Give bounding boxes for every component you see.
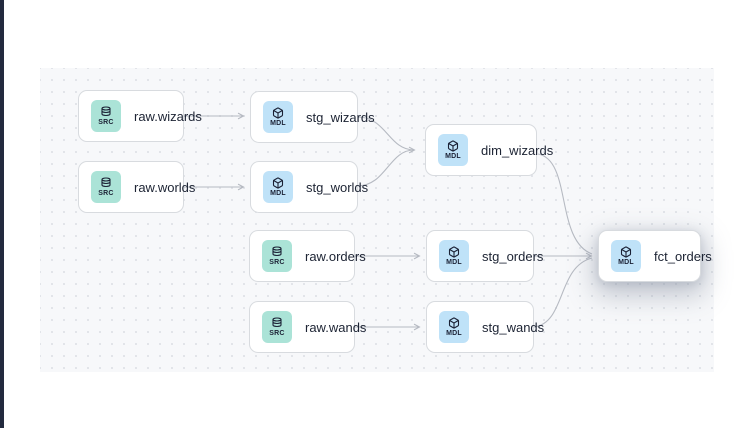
node-label: raw.orders: [305, 248, 366, 264]
node-label: dim_wizards: [481, 142, 554, 158]
source-badge: SRC: [91, 100, 121, 132]
source-badge: SRC: [262, 311, 292, 343]
node-stg-orders[interactable]: MDL stg_orders: [426, 230, 543, 282]
node-label: raw.worlds: [134, 179, 196, 195]
node-label: stg_orders: [482, 248, 544, 264]
badge-label: MDL: [618, 258, 634, 266]
model-badge: MDL: [611, 240, 641, 272]
node-raw-worlds[interactable]: SRC raw.worlds: [78, 161, 195, 213]
node-dim-wizards[interactable]: MDL dim_wizards: [425, 124, 553, 176]
node-raw-orders[interactable]: SRC raw.orders: [249, 230, 366, 282]
badge-label: MDL: [445, 152, 461, 160]
package-icon: [448, 316, 460, 329]
collapsed-sidebar-strip: [0, 0, 4, 428]
node-label: raw.wizards: [134, 108, 202, 124]
node-raw-wands[interactable]: SRC raw.wands: [249, 301, 366, 353]
badge-label: MDL: [270, 189, 286, 197]
node-label: raw.wands: [305, 319, 367, 335]
database-icon: [100, 176, 112, 189]
database-icon: [100, 105, 112, 118]
model-badge: MDL: [263, 101, 293, 133]
badge-label: SRC: [269, 329, 285, 337]
node-label: stg_worlds: [306, 179, 369, 195]
node-stg-wizards[interactable]: MDL stg_wizards: [250, 91, 375, 143]
model-badge: MDL: [263, 171, 293, 203]
database-icon: [271, 316, 283, 329]
node-raw-wizards[interactable]: SRC raw.wizards: [78, 90, 202, 142]
badge-label: SRC: [98, 118, 114, 126]
source-badge: SRC: [262, 240, 292, 272]
package-icon: [447, 139, 459, 152]
package-icon: [448, 245, 460, 258]
package-icon: [272, 176, 284, 189]
badge-label: SRC: [269, 258, 285, 266]
node-label: stg_wizards: [306, 109, 375, 125]
badge-label: SRC: [98, 189, 114, 197]
model-badge: MDL: [438, 134, 468, 166]
model-badge: MDL: [439, 311, 469, 343]
node-stg-wands[interactable]: MDL stg_wands: [426, 301, 544, 353]
node-fct-orders[interactable]: MDL fct_orders: [598, 230, 712, 282]
source-badge: SRC: [91, 171, 121, 203]
node-label: fct_orders: [654, 248, 712, 264]
node-label: stg_wands: [482, 319, 545, 335]
package-icon: [620, 245, 632, 258]
badge-label: MDL: [446, 329, 462, 337]
badge-label: MDL: [270, 119, 286, 127]
database-icon: [271, 245, 283, 258]
node-stg-worlds[interactable]: MDL stg_worlds: [250, 161, 368, 213]
badge-label: MDL: [446, 258, 462, 266]
model-badge: MDL: [439, 240, 469, 272]
package-icon: [272, 106, 284, 119]
